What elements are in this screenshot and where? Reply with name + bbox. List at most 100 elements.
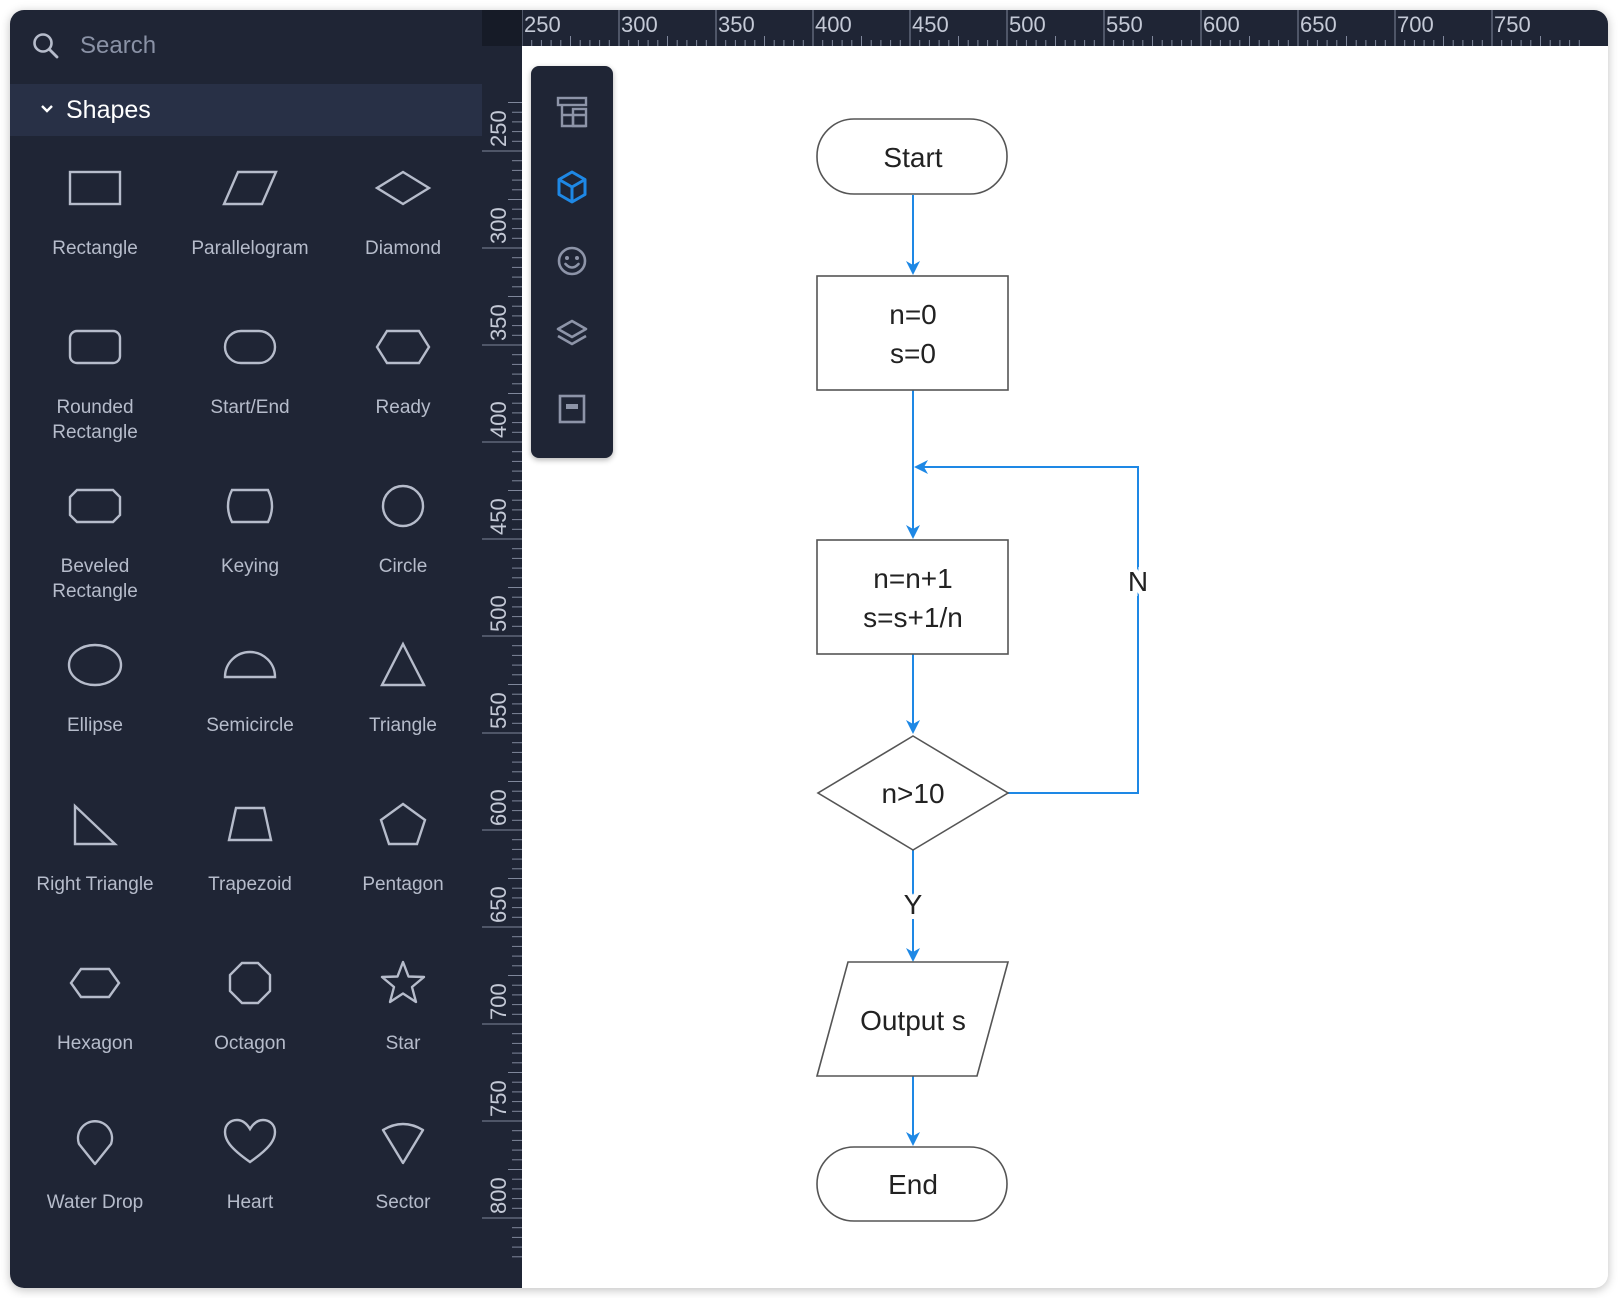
start-node[interactable]: Start [816, 118, 1008, 195]
shape-label: Octagon [214, 1033, 286, 1054]
shape-item[interactable]: Semicircle [175, 627, 325, 777]
octagon-icon [228, 961, 272, 1005]
shape-item[interactable]: Right Triangle [20, 786, 170, 936]
shapes-button[interactable] [551, 166, 593, 208]
shapes-section-header[interactable]: Shapes [10, 84, 482, 136]
shape-item[interactable]: Water Drop [20, 1104, 170, 1254]
init-line-1: n=0 [889, 299, 937, 330]
output-node[interactable]: Output s [815, 961, 1010, 1077]
shape-label: Rectangle [52, 238, 138, 259]
chevron-down-icon [41, 105, 53, 113]
shape-label: Star [385, 1033, 421, 1054]
shape-item[interactable]: Circle [328, 468, 478, 618]
outline-button[interactable] [551, 92, 593, 134]
shape-item[interactable]: Triangle [328, 627, 478, 777]
shape-item[interactable]: Rounded Rectangle [20, 309, 170, 459]
shape-item[interactable]: Ready [328, 309, 478, 459]
ruler-v-label: 350 [486, 304, 511, 341]
shape-item[interactable]: Start/End [175, 309, 325, 459]
shapes-cube-icon [557, 170, 587, 204]
ruler-h-label: 650 [1300, 12, 1337, 37]
shape-label: Trapezoid [208, 874, 292, 895]
pentagon-icon [379, 802, 427, 846]
shape-item[interactable]: Hexagon [20, 945, 170, 1095]
ruler-h-label: 450 [912, 12, 949, 37]
ruler-h-label: 550 [1106, 12, 1143, 37]
shape-item[interactable]: Sector [328, 1104, 478, 1254]
end-node-label: End [888, 1169, 938, 1200]
water-drop-icon [76, 1120, 114, 1166]
shape-label: Triangle [369, 715, 437, 736]
beveled-rectangle-icon [68, 488, 122, 524]
page-icon [558, 394, 586, 424]
ruler-h-label: 750 [1494, 12, 1531, 37]
shape-label: Right Triangle [36, 874, 154, 895]
shape-item[interactable]: Octagon [175, 945, 325, 1095]
shape-label: Pentagon [362, 874, 444, 895]
keying-icon [226, 488, 274, 524]
right-triangle-icon [73, 803, 119, 846]
step-node[interactable]: n=n+1 s=s+1/n [816, 539, 1009, 655]
shape-label: Parallelogram [191, 238, 309, 259]
ruler-v-label: 500 [486, 595, 511, 632]
shape-label: Semicircle [206, 715, 294, 736]
rounded-rectangle-icon [68, 329, 122, 365]
ruler-v-label: 450 [486, 498, 511, 535]
start-node-label: Start [883, 142, 942, 173]
connector-loop-back[interactable] [914, 460, 1139, 794]
app-window: Shapes Rectangle Parallelogram DiamondRoun… [10, 10, 1608, 1288]
ready-icon [375, 329, 431, 365]
condition-label: n>10 [881, 778, 944, 809]
trapezoid-icon [227, 806, 273, 842]
shape-label: Hexagon [56, 1033, 134, 1054]
init-node[interactable]: n=0 s=0 [816, 275, 1009, 391]
shape-item[interactable]: Beveled Rectangle [20, 468, 170, 618]
shape-item[interactable]: Ellipse [20, 627, 170, 777]
step-line-1: n=n+1 [873, 563, 952, 594]
condition-node[interactable]: n>10 [816, 735, 1010, 851]
page-button[interactable] [551, 388, 593, 430]
ruler-h-label: 300 [621, 12, 658, 37]
ruler-h-label: 250 [524, 12, 561, 37]
shape-label: Beveled Rectangle [52, 556, 138, 602]
layers-button[interactable] [551, 314, 593, 356]
shape-label: Start/End [210, 397, 290, 418]
output-label: Output s [860, 1005, 966, 1036]
ruler-v-label: 800 [486, 1177, 511, 1214]
shape-label: Sector [375, 1192, 431, 1213]
ruler-v-label: 700 [486, 983, 511, 1020]
shape-item[interactable]: Trapezoid [175, 786, 325, 936]
start-end-icon [223, 329, 277, 365]
ruler-h-label: 700 [1397, 12, 1434, 37]
step-line-2: s=s+1/n [863, 602, 963, 633]
triangle-icon [380, 641, 426, 687]
shape-item[interactable]: Rectangle [20, 150, 170, 300]
shape-item[interactable]: Keying [175, 468, 325, 618]
ruler-h-label: 350 [718, 12, 755, 37]
star-icon [380, 960, 426, 1004]
shapes-sidebar: Shapes Rectangle Parallelogram DiamondRoun… [10, 10, 482, 1288]
semicircle-icon [223, 650, 277, 679]
emoji-button[interactable] [551, 240, 593, 282]
shape-label: Rounded Rectangle [52, 397, 138, 443]
outline-icon [556, 96, 588, 128]
ruler-v-label: 400 [486, 401, 511, 438]
end-node[interactable]: End [816, 1146, 1008, 1222]
ruler-h-label: 400 [815, 12, 852, 37]
shape-label: Ready [375, 397, 431, 418]
shape-label: Water Drop [46, 1192, 144, 1213]
shape-item[interactable]: Star [328, 945, 478, 1095]
shape-item[interactable]: Parallelogram [175, 150, 325, 300]
shape-item[interactable]: Diamond [328, 150, 478, 300]
layers-icon [556, 319, 588, 346]
ruler-h-label: 500 [1009, 12, 1046, 37]
shape-label: Ellipse [67, 715, 123, 736]
section-title: Shapes [66, 96, 151, 124]
shape-item[interactable]: Heart [175, 1104, 325, 1254]
search-input[interactable] [80, 28, 460, 64]
shape-item[interactable]: Pentagon [328, 786, 478, 936]
circle-icon [381, 484, 425, 528]
